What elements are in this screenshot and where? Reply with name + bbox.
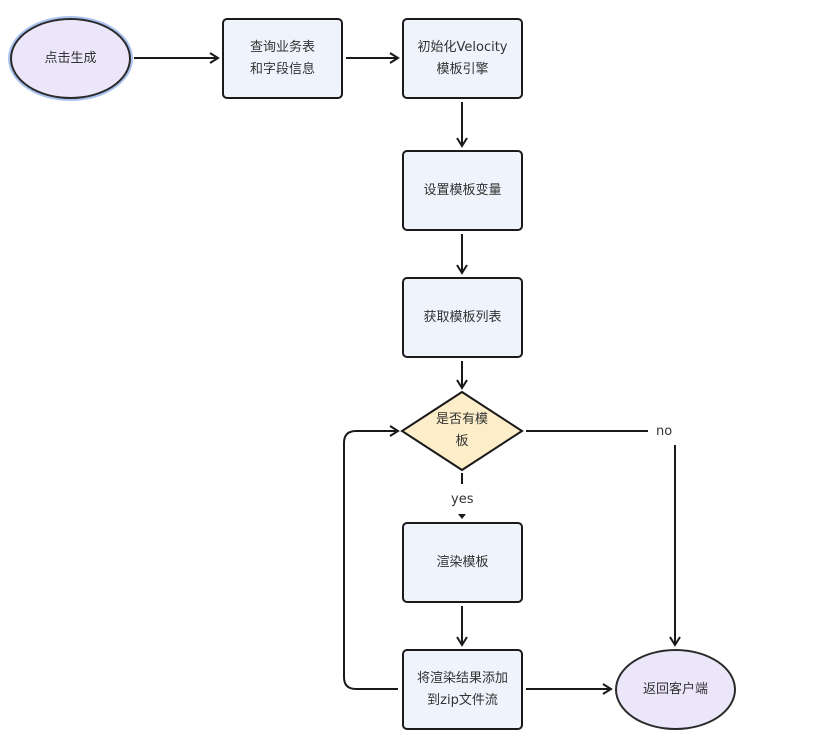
node-end-label: 返回客户端 — [642, 681, 708, 697]
node-query-tables[interactable]: 查询业务表 和字段信息 — [222, 18, 343, 99]
node-query-tables-label: 查询业务表 和字段信息 — [249, 39, 315, 77]
node-get-templates[interactable]: 获取模板列表 — [402, 277, 523, 358]
node-start[interactable]: 点击生成 — [10, 18, 131, 99]
node-has-template-label: 是否有模 板 — [435, 412, 488, 449]
node-init-velocity[interactable]: 初始化Velocity 模板引擎 — [402, 18, 523, 99]
decision-shape-has-template[interactable] — [400, 390, 524, 472]
node-add-zip-label: 将渲染结果添加 到zip文件流 — [416, 670, 508, 708]
node-add-zip[interactable]: 将渲染结果添加 到zip文件流 — [402, 649, 523, 730]
node-init-velocity-label: 初始化Velocity 模板引擎 — [417, 39, 508, 77]
node-render-label: 渲染模板 — [436, 554, 489, 570]
node-get-templates-label: 获取模板列表 — [423, 309, 502, 325]
node-set-vars-label: 设置模板变量 — [423, 182, 502, 198]
edge-decision-yes-arrowhead — [458, 514, 466, 519]
node-render[interactable]: 渲染模板 — [402, 522, 523, 603]
edge-label-yes: yes — [448, 492, 477, 508]
edge-addzip-loop-to-decision — [343, 425, 400, 690]
node-start-label: 点击生成 — [44, 50, 97, 66]
node-set-vars[interactable]: 设置模板变量 — [402, 150, 523, 231]
edge-label-no: no — [653, 424, 676, 440]
node-end[interactable]: 返回客户端 — [615, 649, 736, 730]
